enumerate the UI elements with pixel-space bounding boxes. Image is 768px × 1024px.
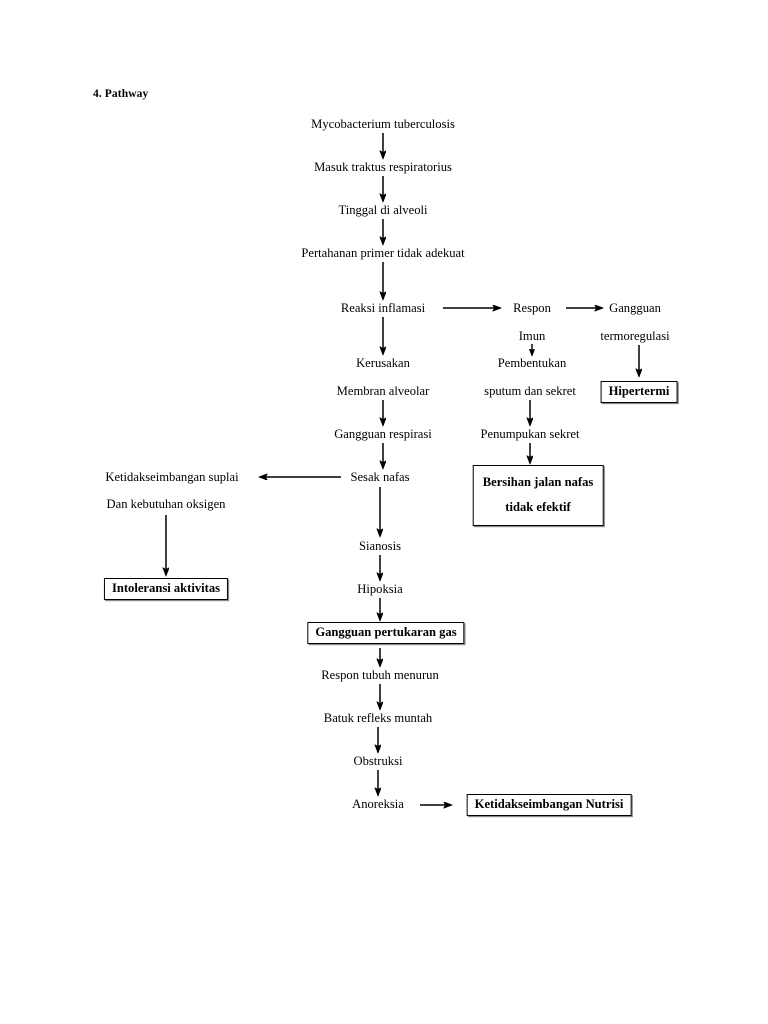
node-sesak-nafas: Sesak nafas <box>350 470 410 484</box>
node-intoleransi-aktivitas: Intoleransi aktivitas <box>103 578 229 601</box>
node-respon-tubuh-menurun: Respon tubuh menurun <box>321 668 439 682</box>
node-reaksi-inflamasi: Reaksi inflamasi <box>340 301 426 315</box>
box-line-1: Bersihan jalan nafas <box>482 475 594 489</box>
node-pertahanan-primer-tidak-adekuat: Pertahanan primer tidak adekuat <box>301 246 465 260</box>
node-hipertermi: Hipertermi <box>600 381 678 404</box>
node-gangguan: Gangguan <box>609 301 661 315</box>
node-mycobacterium-tuberculosis: Mycobacterium tuberculosis <box>311 117 455 131</box>
node-pembentukan: Pembentukan <box>497 356 567 370</box>
node-penumpukan-sekret: Penumpukan sekret <box>480 427 580 441</box>
node-masuk-traktus-respiratorius: Masuk traktus respiratorius <box>314 160 452 174</box>
node-sianosis: Sianosis <box>359 539 401 553</box>
box-line-2: tidak efektif <box>505 499 571 514</box>
node-batuk-refleks-muntah: Batuk refleks muntah <box>323 711 433 725</box>
node-membran-alveolar: Membran alveolar <box>336 384 430 398</box>
node-gangguan-pertukaran-gas: Gangguan pertukaran gas <box>307 622 465 645</box>
node-dan-kebutuhan-oksigen: Dan kebutuhan oksigen <box>106 497 226 511</box>
node-hipoksia: Hipoksia <box>357 582 403 596</box>
node-kerusakan: Kerusakan <box>356 356 410 370</box>
node-ketidakseimbangan-suplai: Ketidakseimbangan suplai <box>105 470 239 484</box>
node-respon: Respon <box>513 301 551 315</box>
node-sputum-dan-sekret: sputum dan sekret <box>484 384 576 398</box>
node-termoregulasi: termoregulasi <box>600 329 670 343</box>
node-tinggal-di-alveoli: Tinggal di alveoli <box>338 203 428 217</box>
node-imun: Imun <box>518 329 546 343</box>
page-title: 4. Pathway <box>93 88 149 100</box>
node-gangguan-respirasi: Gangguan respirasi <box>334 427 432 441</box>
node-ketidakseimbangan-nutrisi: Ketidakseimbangan Nutrisi <box>466 794 632 817</box>
node-obstruksi: Obstruksi <box>353 754 403 768</box>
node-bersihan-jalan-nafas-tidak-efektif: Bersihan jalan nafas tidak efektif <box>472 465 604 527</box>
node-anoreksia: Anoreksia <box>352 797 404 811</box>
